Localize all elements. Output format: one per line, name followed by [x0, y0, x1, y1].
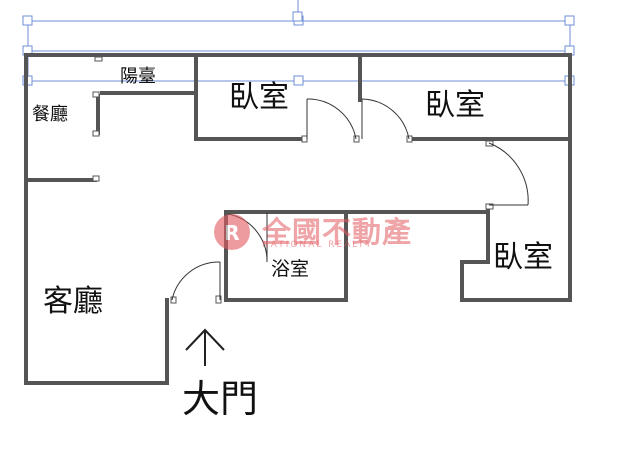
watermark-english: NATIONAL REALTY: [262, 240, 374, 250]
entrance-label: 大門: [182, 377, 259, 421]
bedroom-3-label: 臥室: [493, 240, 553, 275]
arrow-up-icon: [185, 328, 225, 366]
resize-handle-top-left[interactable]: [22, 15, 33, 26]
resize-handle-bottom[interactable]: [293, 75, 304, 86]
watermark-name: 全國不動產: [262, 215, 413, 249]
walls: [24, 53, 572, 385]
balcony-label: 陽臺: [120, 66, 156, 87]
bedroom-1-label: 臥室: [229, 80, 289, 115]
living-room-label: 客廳: [43, 284, 103, 319]
svg-text:R: R: [224, 221, 239, 245]
national-realty-logo-icon: R: [214, 214, 250, 250]
selection-box[interactable]: [22, 0, 575, 86]
bedroom-2-label: 臥室: [425, 88, 485, 123]
rotate-handle[interactable]: [292, 11, 303, 22]
dining-room-label: 餐廳: [32, 104, 68, 125]
bathroom-label: 浴室: [271, 258, 310, 280]
resize-handle-top-right[interactable]: [564, 15, 575, 26]
